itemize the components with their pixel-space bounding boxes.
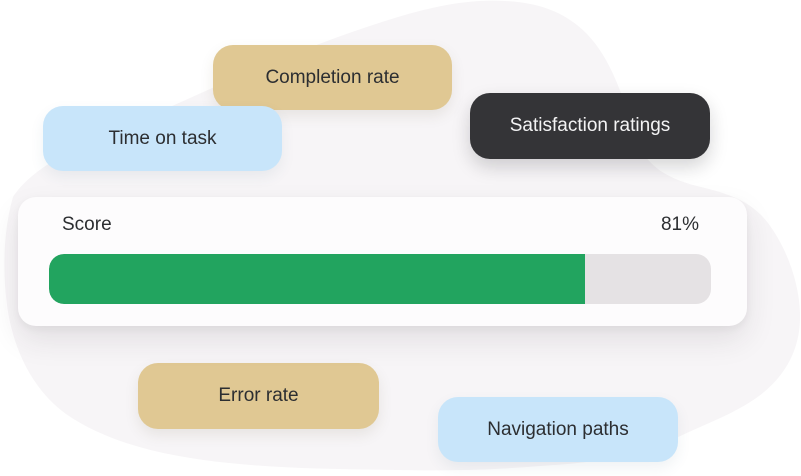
progress-fill — [49, 254, 586, 304]
progress-track — [49, 254, 711, 304]
score-label: Score — [62, 214, 112, 235]
tag-navigation-paths[interactable]: Navigation paths — [438, 397, 678, 462]
tag-error-rate[interactable]: Error rate — [138, 363, 379, 429]
score-card: Score 81% — [18, 197, 747, 326]
tag-satisfaction-ratings[interactable]: Satisfaction ratings — [470, 93, 710, 159]
score-card-header: Score 81% — [62, 213, 699, 237]
tag-completion-rate[interactable]: Completion rate — [213, 45, 452, 110]
tag-time-on-task[interactable]: Time on task — [43, 106, 282, 171]
score-value: 81% — [660, 214, 699, 235]
